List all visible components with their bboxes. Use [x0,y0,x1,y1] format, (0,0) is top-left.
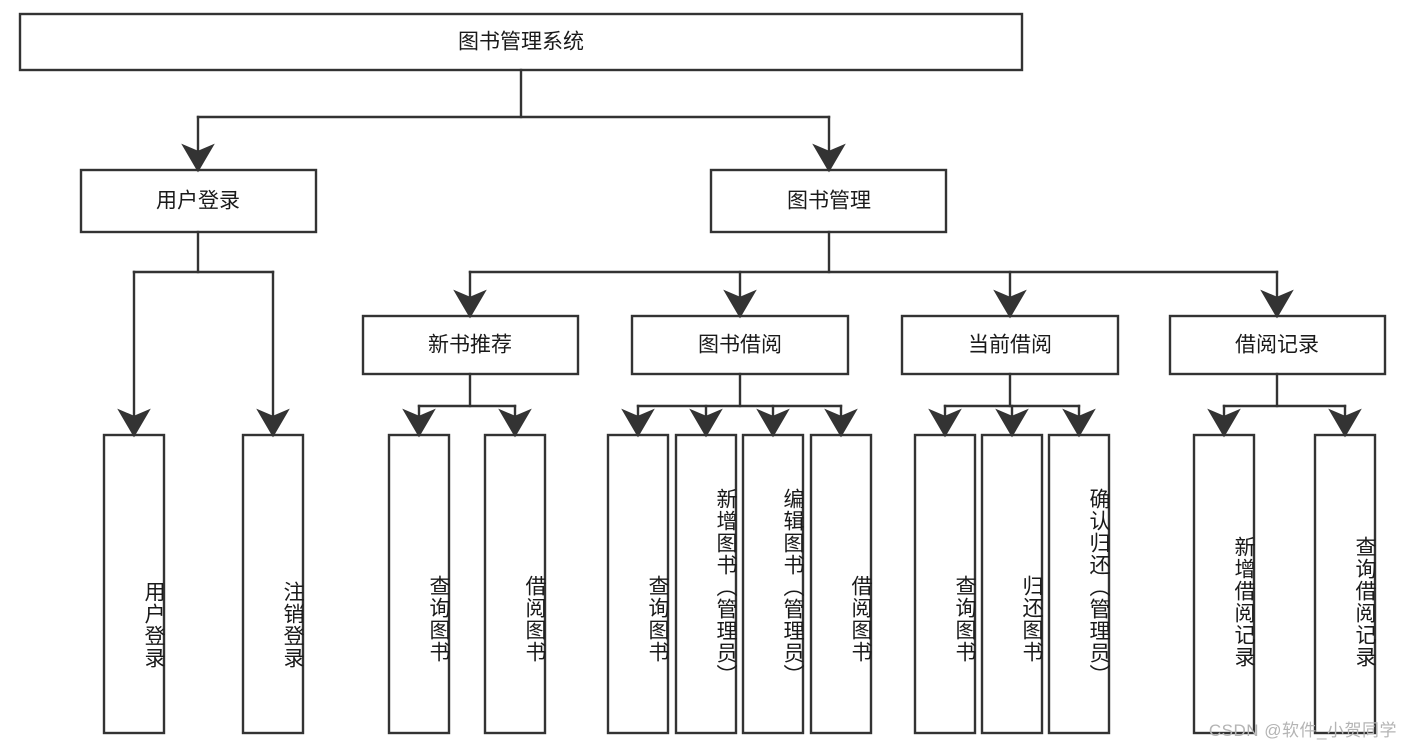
node-new-book-recommend-box [361,314,580,376]
leaf-box-query-book-1[interactable] [387,433,451,735]
leaf-box-borrow-book-2[interactable] [809,433,873,735]
node-current-borrow[interactable] [900,314,1120,376]
node-user-login-label: 用户登录 [156,190,240,213]
csdn-watermark: CSDN @软件_小贺同学 [1208,721,1397,740]
leaf-box-borrow-book-1[interactable] [483,433,547,735]
leaf-box-user-logout[interactable] [241,433,305,735]
leaf-box-confirm-return[interactable] [1047,433,1111,735]
node-book-borrow-label: 图书借阅 [698,334,782,357]
node-borrow-record-label: 借阅记录 [1235,334,1319,357]
node-new-book-recommend-label: 新书推荐 [428,334,512,357]
leaf-box-return-book[interactable] [980,433,1044,735]
node-user-login[interactable] [79,168,318,234]
node-root-box [18,12,1024,72]
leaf-box-query-book-2[interactable] [606,433,670,735]
node-new-book-recommend[interactable] [361,314,580,376]
leaf-box-query-book-3[interactable] [913,433,977,735]
node-root-label: 图书管理系统 [458,31,584,54]
node-book-manage-label: 图书管理 [787,190,871,213]
leaf-box-edit-book[interactable] [741,433,805,735]
node-user-login-box [79,168,318,234]
node-current-borrow-box [900,314,1120,376]
leaf-box-add-book[interactable] [674,433,738,735]
node-current-borrow-label: 当前借阅 [968,334,1052,357]
node-root[interactable] [18,12,1024,72]
leaf-box-query-record[interactable] [1313,433,1377,735]
leaf-box-user-login[interactable] [102,433,166,735]
leaf-box-add-record[interactable] [1192,433,1256,735]
